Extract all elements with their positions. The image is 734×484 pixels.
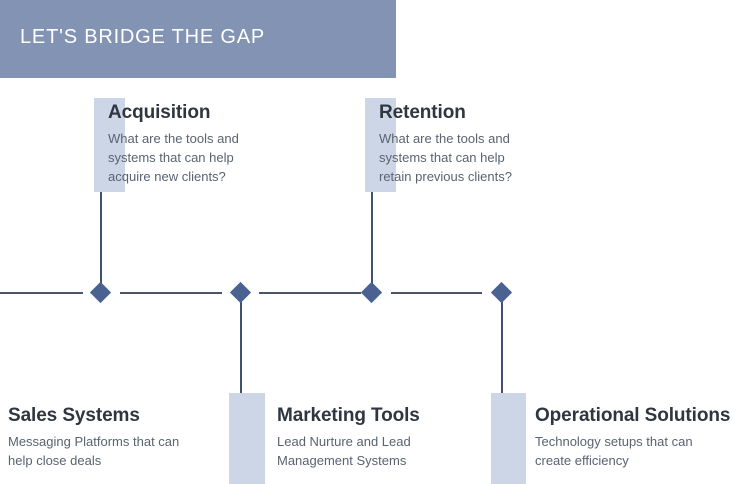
node-description-acquisition: What are the tools and systems that can … bbox=[108, 131, 239, 184]
timeline-node-marker-operational[interactable] bbox=[490, 281, 513, 304]
node-title-operational-solutions: Operational Solutions bbox=[535, 405, 731, 426]
connector-operational-solutions bbox=[501, 299, 503, 484]
timeline-segment-3 bbox=[259, 292, 361, 294]
header-banner: LET'S BRIDGE THE GAP bbox=[0, 0, 396, 78]
node-description-sales-systems: Messaging Platforms that can help close … bbox=[8, 434, 180, 468]
node-title-retention: Retention bbox=[379, 102, 466, 123]
node-title-marketing-tools: Marketing Tools bbox=[277, 405, 420, 426]
timeline-segment-4 bbox=[391, 292, 482, 294]
node-accent-block-marketing-tools bbox=[229, 393, 265, 484]
node-description-marketing-tools: Lead Nurture and Lead Management Systems bbox=[277, 434, 411, 468]
connector-retention bbox=[371, 104, 373, 286]
timeline-segment-2 bbox=[120, 292, 222, 294]
node-accent-block-retention bbox=[365, 98, 396, 192]
timeline-node-marker-acquisition[interactable] bbox=[89, 281, 112, 304]
node-accent-block-acquisition bbox=[94, 98, 125, 192]
node-title-sales-systems: Sales Systems bbox=[8, 405, 140, 426]
connector-marketing-tools bbox=[240, 299, 242, 484]
node-accent-block-operational-solutions bbox=[491, 393, 526, 484]
timeline-segment-1 bbox=[0, 292, 83, 294]
node-description-operational-solutions: Technology setups that can create effici… bbox=[535, 434, 693, 468]
connector-acquisition bbox=[100, 104, 102, 286]
timeline-node-marker-retention[interactable] bbox=[360, 281, 383, 304]
node-title-acquisition: Acquisition bbox=[108, 102, 211, 123]
node-description-retention: What are the tools and systems that can … bbox=[379, 131, 512, 184]
page-title: LET'S BRIDGE THE GAP bbox=[20, 26, 266, 48]
timeline-node-marker-sales-systems[interactable] bbox=[229, 281, 252, 304]
